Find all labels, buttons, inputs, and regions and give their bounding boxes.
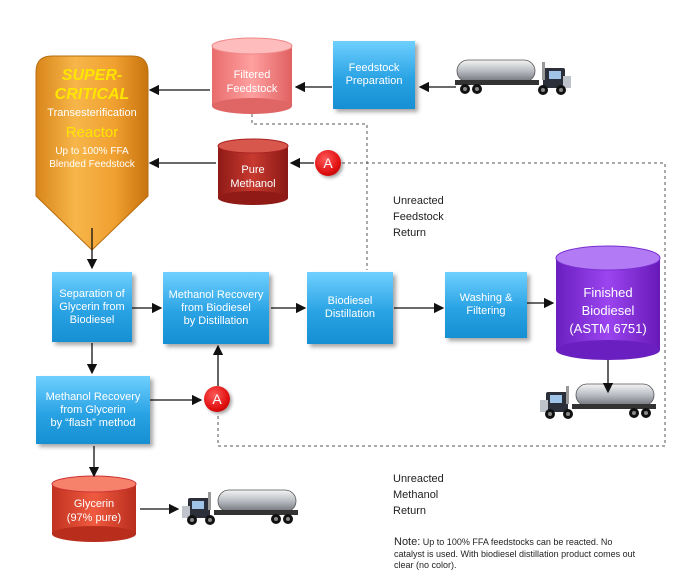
finished-biodiesel-label: Finished Biodiesel (ASTM 6751): [569, 285, 647, 336]
connector-a-top: A: [315, 150, 341, 176]
truck-icon-glycerin: [181, 489, 299, 526]
reactor-title-line1: SUPER-: [61, 67, 123, 84]
glycerin-label: Glycerin (97% pure): [66, 498, 122, 524]
methanol-recovery-biodiesel-box: Methanol Recovery from Biodiesel by Dist…: [163, 272, 269, 344]
filtered-feedstock-label: Filtered Feedstock: [226, 69, 278, 95]
feedstock-preparation-label: Feedstock Preparation: [345, 62, 403, 87]
pure-methanol-label: Pure Methanol: [230, 164, 276, 190]
unreacted-methanol-label: Unreacted Methanol Return: [393, 473, 444, 517]
reactor-name: Reactor: [65, 124, 119, 141]
methanol-recovery-glycerin-box: Methanol Recovery from Glycerin by “flas…: [36, 376, 150, 444]
truck-icon-feedstock: [454, 59, 572, 96]
washing-filtering-box: Washing & Filtering: [445, 272, 527, 338]
reactor: SUPER- CRITICAL Transesterification Reac…: [36, 66, 148, 171]
methanol-recovery-glycerin-label: Methanol Recovery from Glycerin by “flas…: [45, 390, 141, 429]
truck-icon-biodiesel: [539, 383, 657, 420]
methanol-recovery-biodiesel-label: Methanol Recovery from Biodiesel by Dist…: [168, 288, 264, 327]
reactor-vessel: [35, 55, 149, 251]
feedstock-preparation-box: Feedstock Preparation: [333, 41, 415, 109]
filtered-feedstock-cylinder: [211, 37, 293, 114]
flow-arrows: [86, 81, 614, 515]
reactor-subtitle: Transesterification: [47, 107, 137, 119]
unreacted-feedstock-label: Unreacted Feedstock Return: [393, 195, 444, 239]
return-lines: [217, 114, 666, 447]
biodiesel-distillation-label: Biodiesel Distillation: [324, 295, 376, 320]
biodiesel-distillation-box: Biodiesel Distillation: [307, 272, 393, 344]
reactor-note: Up to 100% FFA Blended Feedstock: [49, 146, 135, 170]
connector-a-bottom: A: [204, 386, 230, 412]
washing-filtering-label: Washing & Filtering: [459, 292, 513, 317]
reactor-title-line2: CRITICAL: [54, 86, 130, 103]
footnote-prefix: Note:: [394, 536, 421, 548]
glycerin-cylinder: [51, 475, 137, 542]
separation-label: Separation of Glycerin from Biodiesel: [59, 287, 125, 326]
finished-biodiesel-cylinder: [555, 245, 661, 360]
footnote: Note: Up to 100% FFA feedstocks can be r…: [394, 536, 640, 572]
pure-methanol-cylinder: [217, 138, 289, 205]
separation-box: Separation of Glycerin from Biodiesel: [52, 272, 132, 342]
footnote-text: Up to 100% FFA feedstocks can be reacted…: [394, 537, 636, 570]
